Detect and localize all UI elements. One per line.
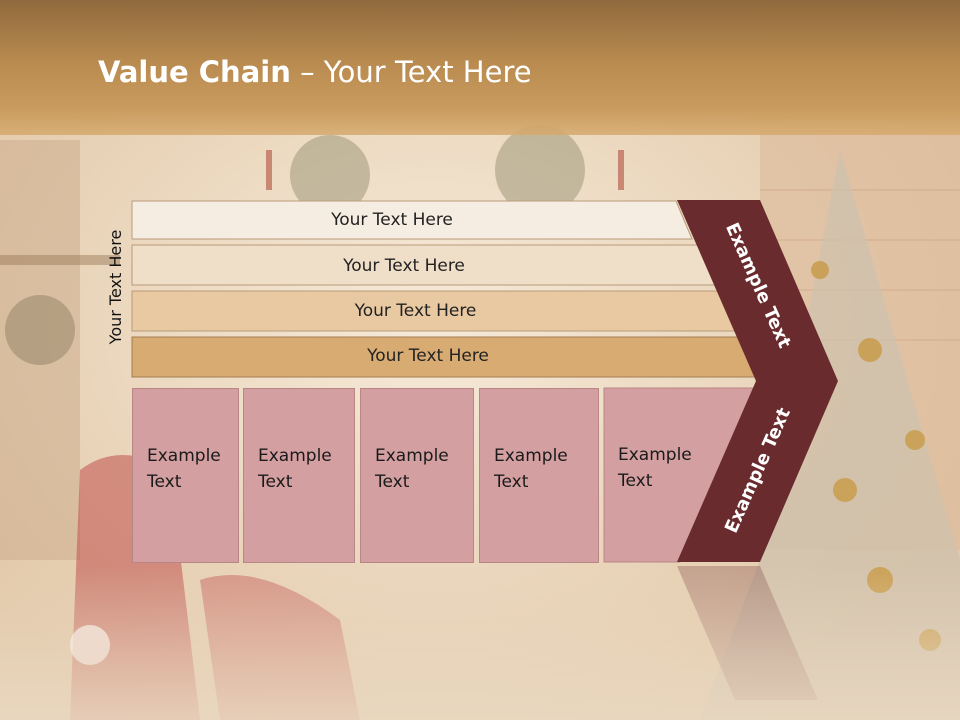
chevron-shape — [677, 200, 838, 562]
slide-title: Value Chain – Your Text Here — [98, 55, 532, 89]
box-1-label: Example Text — [147, 446, 221, 492]
box-4: Example Text — [479, 388, 599, 563]
row-2: Your Text Here — [343, 256, 465, 276]
box-4-label: Example Text — [494, 446, 568, 492]
box-3-label: Example Text — [375, 446, 449, 492]
title-bold: Value Chain — [98, 55, 291, 89]
row-4: Your Text Here — [367, 346, 489, 366]
box-5-label: Example Text — [618, 445, 692, 491]
box-1: Example Text — [132, 388, 239, 563]
row-3: Your Text Here — [354, 301, 477, 321]
box-2-label: Example Text — [258, 446, 332, 492]
box-3: Example Text — [360, 388, 474, 563]
box-5: Example Text — [604, 388, 714, 563]
reflection-fade — [0, 566, 960, 720]
title-rest: – Your Text Here — [290, 55, 532, 89]
box-2: Example Text — [243, 388, 355, 563]
row-shape-1 — [131, 200, 693, 240]
title-band — [0, 0, 960, 135]
row-1: Your Text Here — [331, 210, 453, 230]
